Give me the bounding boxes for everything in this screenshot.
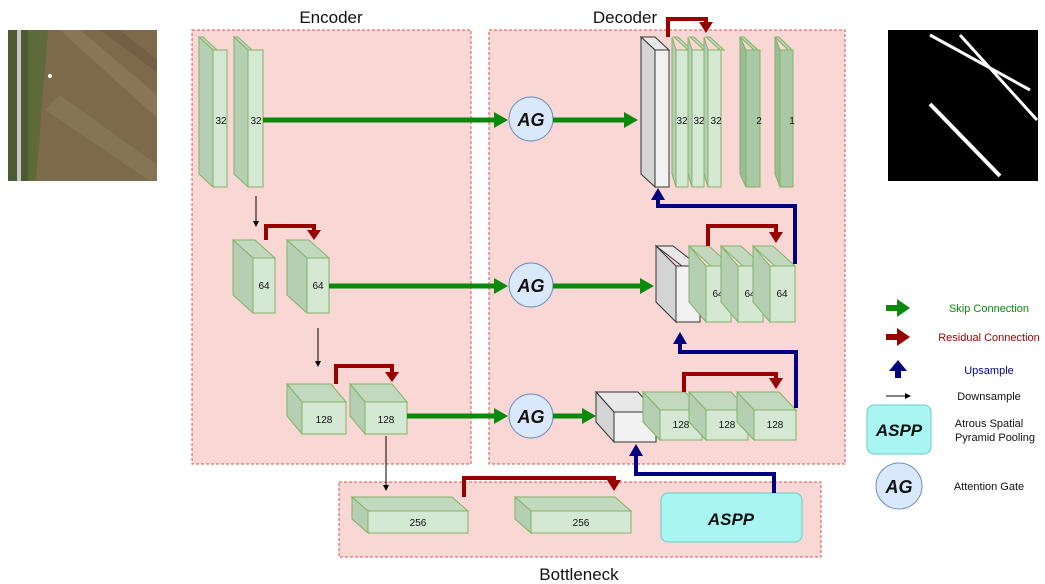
aspp-label: ASPP bbox=[707, 510, 755, 529]
attention-gate-l3: AG bbox=[508, 393, 554, 439]
attention-gate-l1: AG bbox=[508, 96, 554, 142]
decoder-l1-output-block-2: 1 bbox=[773, 36, 795, 188]
encoder-l3-block-2: 128 bbox=[348, 382, 409, 436]
attention-gate-l3-label: AG bbox=[517, 407, 545, 427]
legend-downsample-label: Downsample bbox=[957, 391, 1021, 403]
output-mask-image bbox=[888, 30, 1039, 181]
encoder-l2-label-2: 64 bbox=[312, 281, 324, 292]
decoder-l3-label-1: 128 bbox=[673, 420, 690, 431]
encoder-l3-label-2: 128 bbox=[378, 415, 395, 426]
bottleneck-label-1: 256 bbox=[410, 518, 427, 529]
encoder-l3-residual-arrow bbox=[334, 364, 394, 384]
legend-aspp-label-2: Pyramid Pooling bbox=[955, 432, 1035, 444]
attention-gate-l1-label: AG bbox=[517, 110, 545, 130]
encoder-l2-residual-arrow bbox=[264, 224, 316, 240]
decoder-l2-block-3: 64 bbox=[751, 244, 797, 324]
legend-downsample: Downsample bbox=[886, 391, 1021, 403]
input-image bbox=[8, 30, 157, 181]
upsample-arrow-l3 bbox=[678, 342, 798, 408]
encoder-title: Encoder bbox=[299, 8, 363, 27]
bottleneck-block-1: 256 bbox=[350, 495, 470, 535]
encoder-l2-block-1: 64 bbox=[231, 238, 277, 315]
legend-aspp: ASPP Atrous Spatial Pyramid Pooling bbox=[866, 404, 1035, 455]
attention-gate-l2: AG bbox=[508, 262, 554, 308]
legend-aspp-box-label: ASPP bbox=[875, 421, 923, 440]
legend-ag: AG Attention Gate bbox=[875, 462, 1024, 510]
encoder-l3-block-1: 128 bbox=[285, 382, 348, 436]
upsample-arrow-aspp bbox=[634, 454, 776, 493]
attention-gate-l2-label: AG bbox=[517, 276, 545, 296]
decoder-l3-residual-arrow bbox=[682, 372, 778, 392]
encoder-l1-label-1: 32 bbox=[215, 116, 227, 127]
downsample-arrow-3 bbox=[383, 436, 389, 491]
downsample-arrow-2 bbox=[315, 328, 321, 367]
upsample-arrow-l2 bbox=[656, 198, 797, 264]
encoder-l3-label-1: 128 bbox=[316, 415, 333, 426]
encoder-l1-block-1: 32 bbox=[197, 35, 228, 189]
decoder-l1-label-1: 32 bbox=[676, 116, 688, 127]
bottleneck-block-2: 256 bbox=[513, 495, 633, 535]
decoder-l1-out-label-1: 2 bbox=[756, 116, 762, 127]
decoder-l1-block-3: 32 bbox=[703, 36, 726, 188]
bottleneck-label-2: 256 bbox=[573, 518, 590, 529]
decoder-l3-label-3: 128 bbox=[767, 420, 784, 431]
legend-residual: Residual Connection bbox=[886, 328, 1040, 346]
decoder-l1-output-block-1: 2 bbox=[738, 36, 762, 188]
decoder-l3-block-3: 128 bbox=[735, 390, 798, 442]
legend-skip: Skip Connection bbox=[886, 299, 1029, 317]
decoder-l2-label-3: 64 bbox=[776, 289, 788, 300]
aspp-block: ASPP bbox=[660, 492, 803, 543]
legend-residual-label: Residual Connection bbox=[938, 332, 1040, 344]
decoder-l2-label-1: 64 bbox=[712, 289, 724, 300]
bottleneck-title: Bottleneck bbox=[539, 565, 619, 584]
downsample-arrow-1 bbox=[253, 196, 259, 227]
decoder-l1-concat-block bbox=[639, 35, 671, 189]
legend-ag-label: Attention Gate bbox=[954, 481, 1024, 493]
decoder-l1-block-1: 32 bbox=[671, 36, 694, 188]
encoder-l2-block-2: 64 bbox=[285, 238, 331, 315]
decoder-l1-label-2: 32 bbox=[693, 116, 705, 127]
decoder-l1-residual-arrow bbox=[666, 17, 708, 37]
encoder-l1-block-2: 32 bbox=[232, 35, 264, 189]
legend-ag-box-label: AG bbox=[885, 477, 913, 497]
legend-skip-label: Skip Connection bbox=[949, 303, 1029, 315]
decoder-l2-label-2: 64 bbox=[744, 289, 756, 300]
encoder-l2-label-1: 64 bbox=[258, 281, 270, 292]
decoder-l3-label-2: 128 bbox=[719, 420, 736, 431]
legend-aspp-label-1: Atrous Spatial bbox=[955, 418, 1023, 430]
legend-upsample-label: Upsample bbox=[964, 365, 1014, 377]
legend: Skip Connection Residual Connection Upsa… bbox=[866, 299, 1040, 510]
legend-upsample: Upsample bbox=[889, 360, 1014, 378]
encoder-l1-label-2: 32 bbox=[250, 116, 262, 127]
decoder-l1-label-3: 32 bbox=[710, 116, 722, 127]
decoder-l2-residual-arrow bbox=[706, 224, 778, 246]
decoder-title: Decoder bbox=[593, 8, 658, 27]
decoder-l1-out-label-2: 1 bbox=[789, 116, 795, 127]
